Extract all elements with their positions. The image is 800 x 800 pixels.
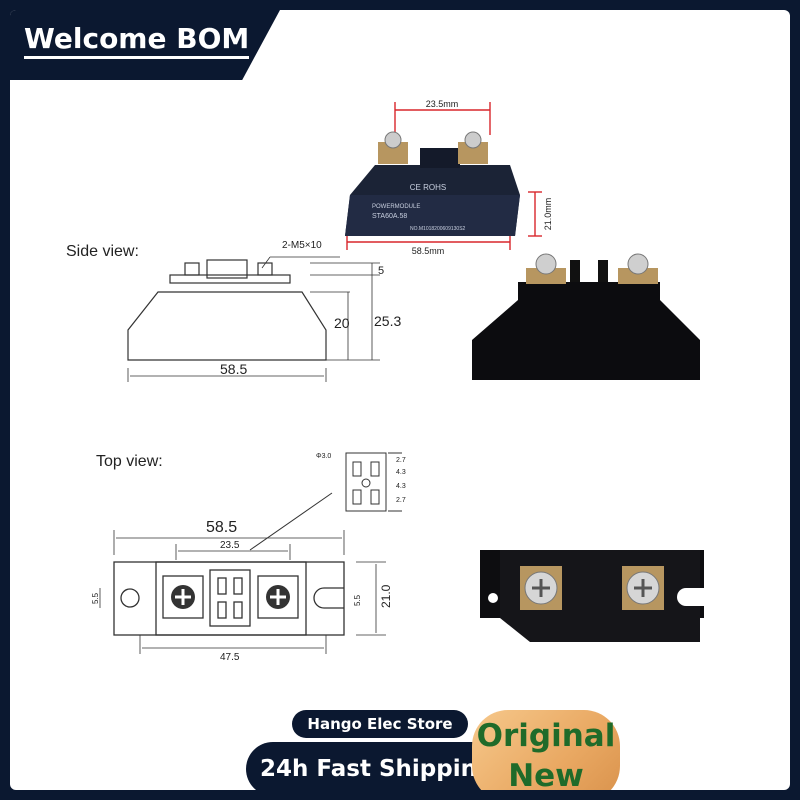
side-dim-body: 20	[334, 315, 350, 331]
top-dim-center: 5.5	[353, 594, 362, 606]
module-photo-side	[472, 253, 700, 380]
banner-title: Welcome BOM	[24, 24, 250, 59]
store-name-badge: Hango Elec Store	[292, 710, 468, 738]
photo-height-label: 21.0mm	[543, 198, 553, 231]
side-dim-length: 58.5	[220, 361, 247, 377]
marking-serial: NO.M1018200609130S2	[410, 226, 466, 232]
technical-drawing: 23.5mm 58.5mm 21.0mm CE ROHS POWERMODULE…	[66, 99, 704, 663]
top-dim-length: 58.5	[206, 519, 237, 536]
original-label: Original	[476, 718, 616, 754]
marking-type: POWERMODULE	[372, 204, 420, 210]
detail-hole-dia: Φ3.0	[316, 453, 331, 460]
side-view-title: Side view:	[66, 243, 139, 260]
top-dim-inner: 23.5	[220, 540, 240, 551]
welcome-banner: Welcome BOM	[10, 10, 280, 80]
shipping-badge: 24h Fast Shipping	[246, 742, 506, 790]
photo-width-label: 23.5mm	[426, 99, 459, 109]
detail-d2: 4.3	[396, 469, 406, 476]
new-label: New	[508, 758, 584, 790]
module-photo-front: 23.5mm 58.5mm 21.0mm CE ROHS POWERMODULE…	[345, 99, 553, 256]
photo-length-label: 58.5mm	[412, 246, 445, 256]
screw-label: 2-M5×10	[282, 240, 322, 251]
top-view-title: Top view:	[96, 453, 163, 470]
marking-certs: CE ROHS	[410, 183, 446, 192]
detail-d1: 2.7	[396, 457, 406, 464]
top-view-drawing: Top view: Φ3.0 2.7 4.3 4.3 2.7	[91, 452, 406, 663]
side-dim-top: 5	[378, 265, 384, 277]
original-new-badge: Original New	[472, 710, 620, 790]
module-photo-top	[480, 550, 704, 642]
side-view-drawing: Side view: 2-M5×10 5	[66, 240, 401, 382]
detail-d3: 4.3	[396, 483, 406, 490]
product-image-frame: Welcome BOM 23.5mm 58.5mm 21.0mm	[10, 10, 790, 790]
top-dim-edge: 5.5	[91, 592, 100, 604]
top-dim-mount: 47.5	[220, 652, 240, 663]
top-dim-width: 21.0	[379, 584, 393, 608]
side-dim-total: 25.3	[374, 313, 401, 329]
marking-model: STA60A.58	[372, 213, 407, 220]
detail-d4: 2.7	[396, 497, 406, 504]
